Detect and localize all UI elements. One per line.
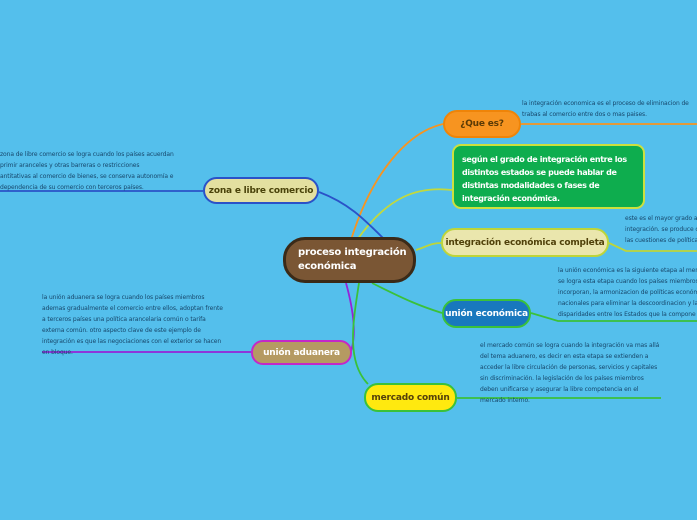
central-topic-label-line2: económica [298,261,357,272]
connector-zona-libre [318,191,385,240]
note-zona-line: zona de libre comercio se logra cuando l… [0,151,174,158]
note-completa-line: este es el mayor grado al [625,215,697,222]
note-aduanera-line: ademas gradualmente el comercio entre el… [42,305,223,312]
note-aduanera-line: en bloque. [42,349,73,356]
underline-union-economica-note [530,312,697,322]
note-union-economica-line: se logra esta etapa cuando los países mi… [558,278,697,285]
central-topic-label-line1: proceso integración [298,247,407,258]
note-mercado-line: acceder la libre circulación de personas… [480,364,658,371]
note-mercado-line: deben unificarse y asegurar la libre com… [480,386,639,393]
topic-definicion-line: distintas modalidades o fases de [462,181,600,190]
topic-definicion[interactable]: según el grado de integración entre los … [452,144,645,209]
central-topic[interactable]: proceso integración económica [283,237,416,283]
note-union-economica[interactable]: la unión económica es la siguiente etapa… [558,265,697,320]
underline-completa-note [608,242,697,252]
topic-mercado-comun[interactable]: mercado común [364,383,457,412]
topic-union-economica-label: unión económica [445,308,528,319]
topic-integracion-completa-label: integración económica completa [445,237,605,248]
topic-zona-libre-comercio-label: zona e libre comercio [208,185,314,196]
note-mercado-line: sin discriminación. la legislación de lo… [480,375,644,382]
note-zona-line: dependencia de su comercio con terceros … [0,184,144,191]
topic-definicion-line: distintos estados se puede hablar de [462,168,617,177]
note-mercado-line: del tema aduanero, es decir en esta etap… [480,353,649,360]
note-mercado-line: mercado interno. [480,397,530,404]
note-mercado-comun[interactable]: el mercado común se logra cuando la inte… [480,340,659,406]
connector-que-es [350,123,444,241]
connector-union-economica [371,282,443,314]
note-integracion-completa[interactable]: este es el mayor grado al integración. s… [625,213,697,246]
note-completa-line: integración. se produce c [625,226,697,233]
note-mercado-line: el mercado común se logra cuando la inte… [480,342,660,349]
topic-union-aduanera-label: unión aduanera [263,347,340,358]
connector-mercado-comun [352,282,369,385]
note-union-economica-line: incorporan, la armonizacion de políticas… [558,289,697,296]
topic-definicion-line: integración económica. [462,194,560,203]
topic-union-aduanera[interactable]: unión aduanera [251,340,352,365]
topic-union-economica[interactable]: unión económica [442,299,531,328]
note-aduanera-line: integración es que las negociaciones con… [42,338,222,345]
note-zona-line: antitativas al comercio de bienes, se co… [0,173,174,180]
note-completa-line: las cuestiones de política [625,237,697,244]
connector-completa [415,242,442,251]
note-que-es-line: la integración economica es el proceso d… [522,100,689,107]
note-aduanera-line: a terceros países una política arancelar… [42,316,206,323]
note-que-es-line: trabas al comercio entre dos o mas paise… [522,111,647,118]
note-aduanera-line: externa común. otro aspecto clave de est… [42,327,201,334]
note-aduanera-line: la unión aduanera se logra cuando los pa… [42,294,205,301]
topic-que-es[interactable]: ¿Que es? [443,110,521,138]
topic-mercado-comun-label: mercado común [371,392,450,403]
note-zona-libre-comercio[interactable]: zona de libre comercio se logra cuando l… [0,149,174,193]
topic-integracion-completa[interactable]: integración económica completa [441,228,609,257]
note-union-aduanera[interactable]: la unión aduanera se logra cuando los pa… [42,292,223,358]
connector-definicion [356,188,453,241]
topic-zona-libre-comercio[interactable]: zona e libre comercio [203,177,319,204]
topic-que-es-label: ¿Que es? [460,119,504,129]
topic-definicion-line: según el grado de integración entre los [462,155,627,164]
note-union-economica-line: disparidades entre los Estados que la co… [558,311,696,318]
note-que-es[interactable]: la integración economica es el proceso d… [522,98,689,120]
note-union-economica-line: la unión económica es la siguiente etapa… [558,267,697,274]
note-union-economica-line: nacionales para eliminar la descoordinac… [558,300,697,307]
note-zona-line: primir aranceles y otras barreras o rest… [0,162,140,169]
